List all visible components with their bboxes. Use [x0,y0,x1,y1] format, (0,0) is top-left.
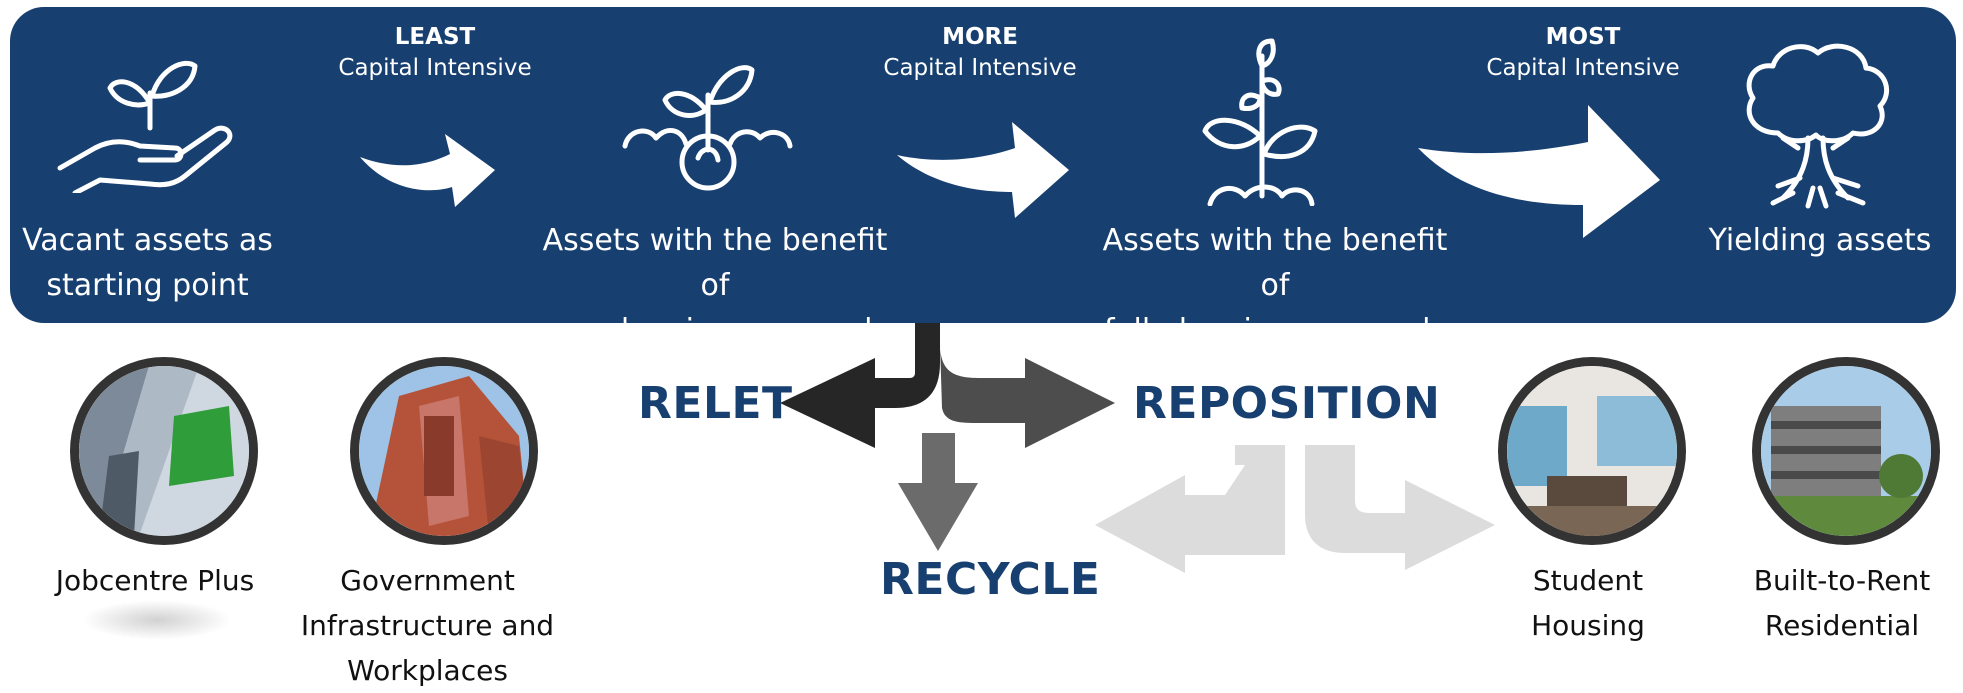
most-arrow [1418,105,1660,238]
student-housing-image [1507,366,1677,536]
built-to-rent-photo [1752,357,1940,545]
government-building-photo [350,357,538,545]
least-arrow [360,134,495,207]
jobcentre-photo [70,357,258,545]
most-intensity-label: MOST Capital Intensive [1486,24,1680,81]
built-to-rent-image [1761,366,1931,536]
more-arrow [897,122,1069,218]
stage-4-label: Yielding assets [1708,223,1932,258]
tree-icon [1746,43,1890,209]
jobcentre-image [79,366,249,536]
stage-2-label: Assets with the benefit of pre-planning … [541,223,889,348]
reposition-label: REPOSITION [1133,378,1441,429]
recycle-label: RECYCLE [880,554,1101,605]
more-intensity-label: MORE Capital Intensive [883,24,1077,81]
least-intensity-label: LEAST Capital Intensive [338,24,532,81]
stage-3-label: Assets with the benefit of full planning… [1102,223,1448,348]
branch-arrows [780,323,1115,551]
sprout-seed-icon [622,65,793,191]
stage-1-label: Vacant assets as starting point [22,223,273,303]
hand-plant-icon [57,60,233,193]
relet-label: RELET [638,378,793,429]
growing-plant-icon [1202,38,1318,206]
jobcentre-caption: Jobcentre Plus [55,564,255,597]
student-housing-photo [1498,357,1686,545]
built-to-rent-caption: Built-to-Rent Residential [1753,564,1931,642]
student-housing-caption: Student Housing [1531,564,1645,642]
photo-shadow [82,600,232,640]
recycle-arrows-faint [1095,445,1495,573]
government-caption: Government Infrastructure and Workplaces [300,564,555,687]
government-building-image [359,366,529,536]
